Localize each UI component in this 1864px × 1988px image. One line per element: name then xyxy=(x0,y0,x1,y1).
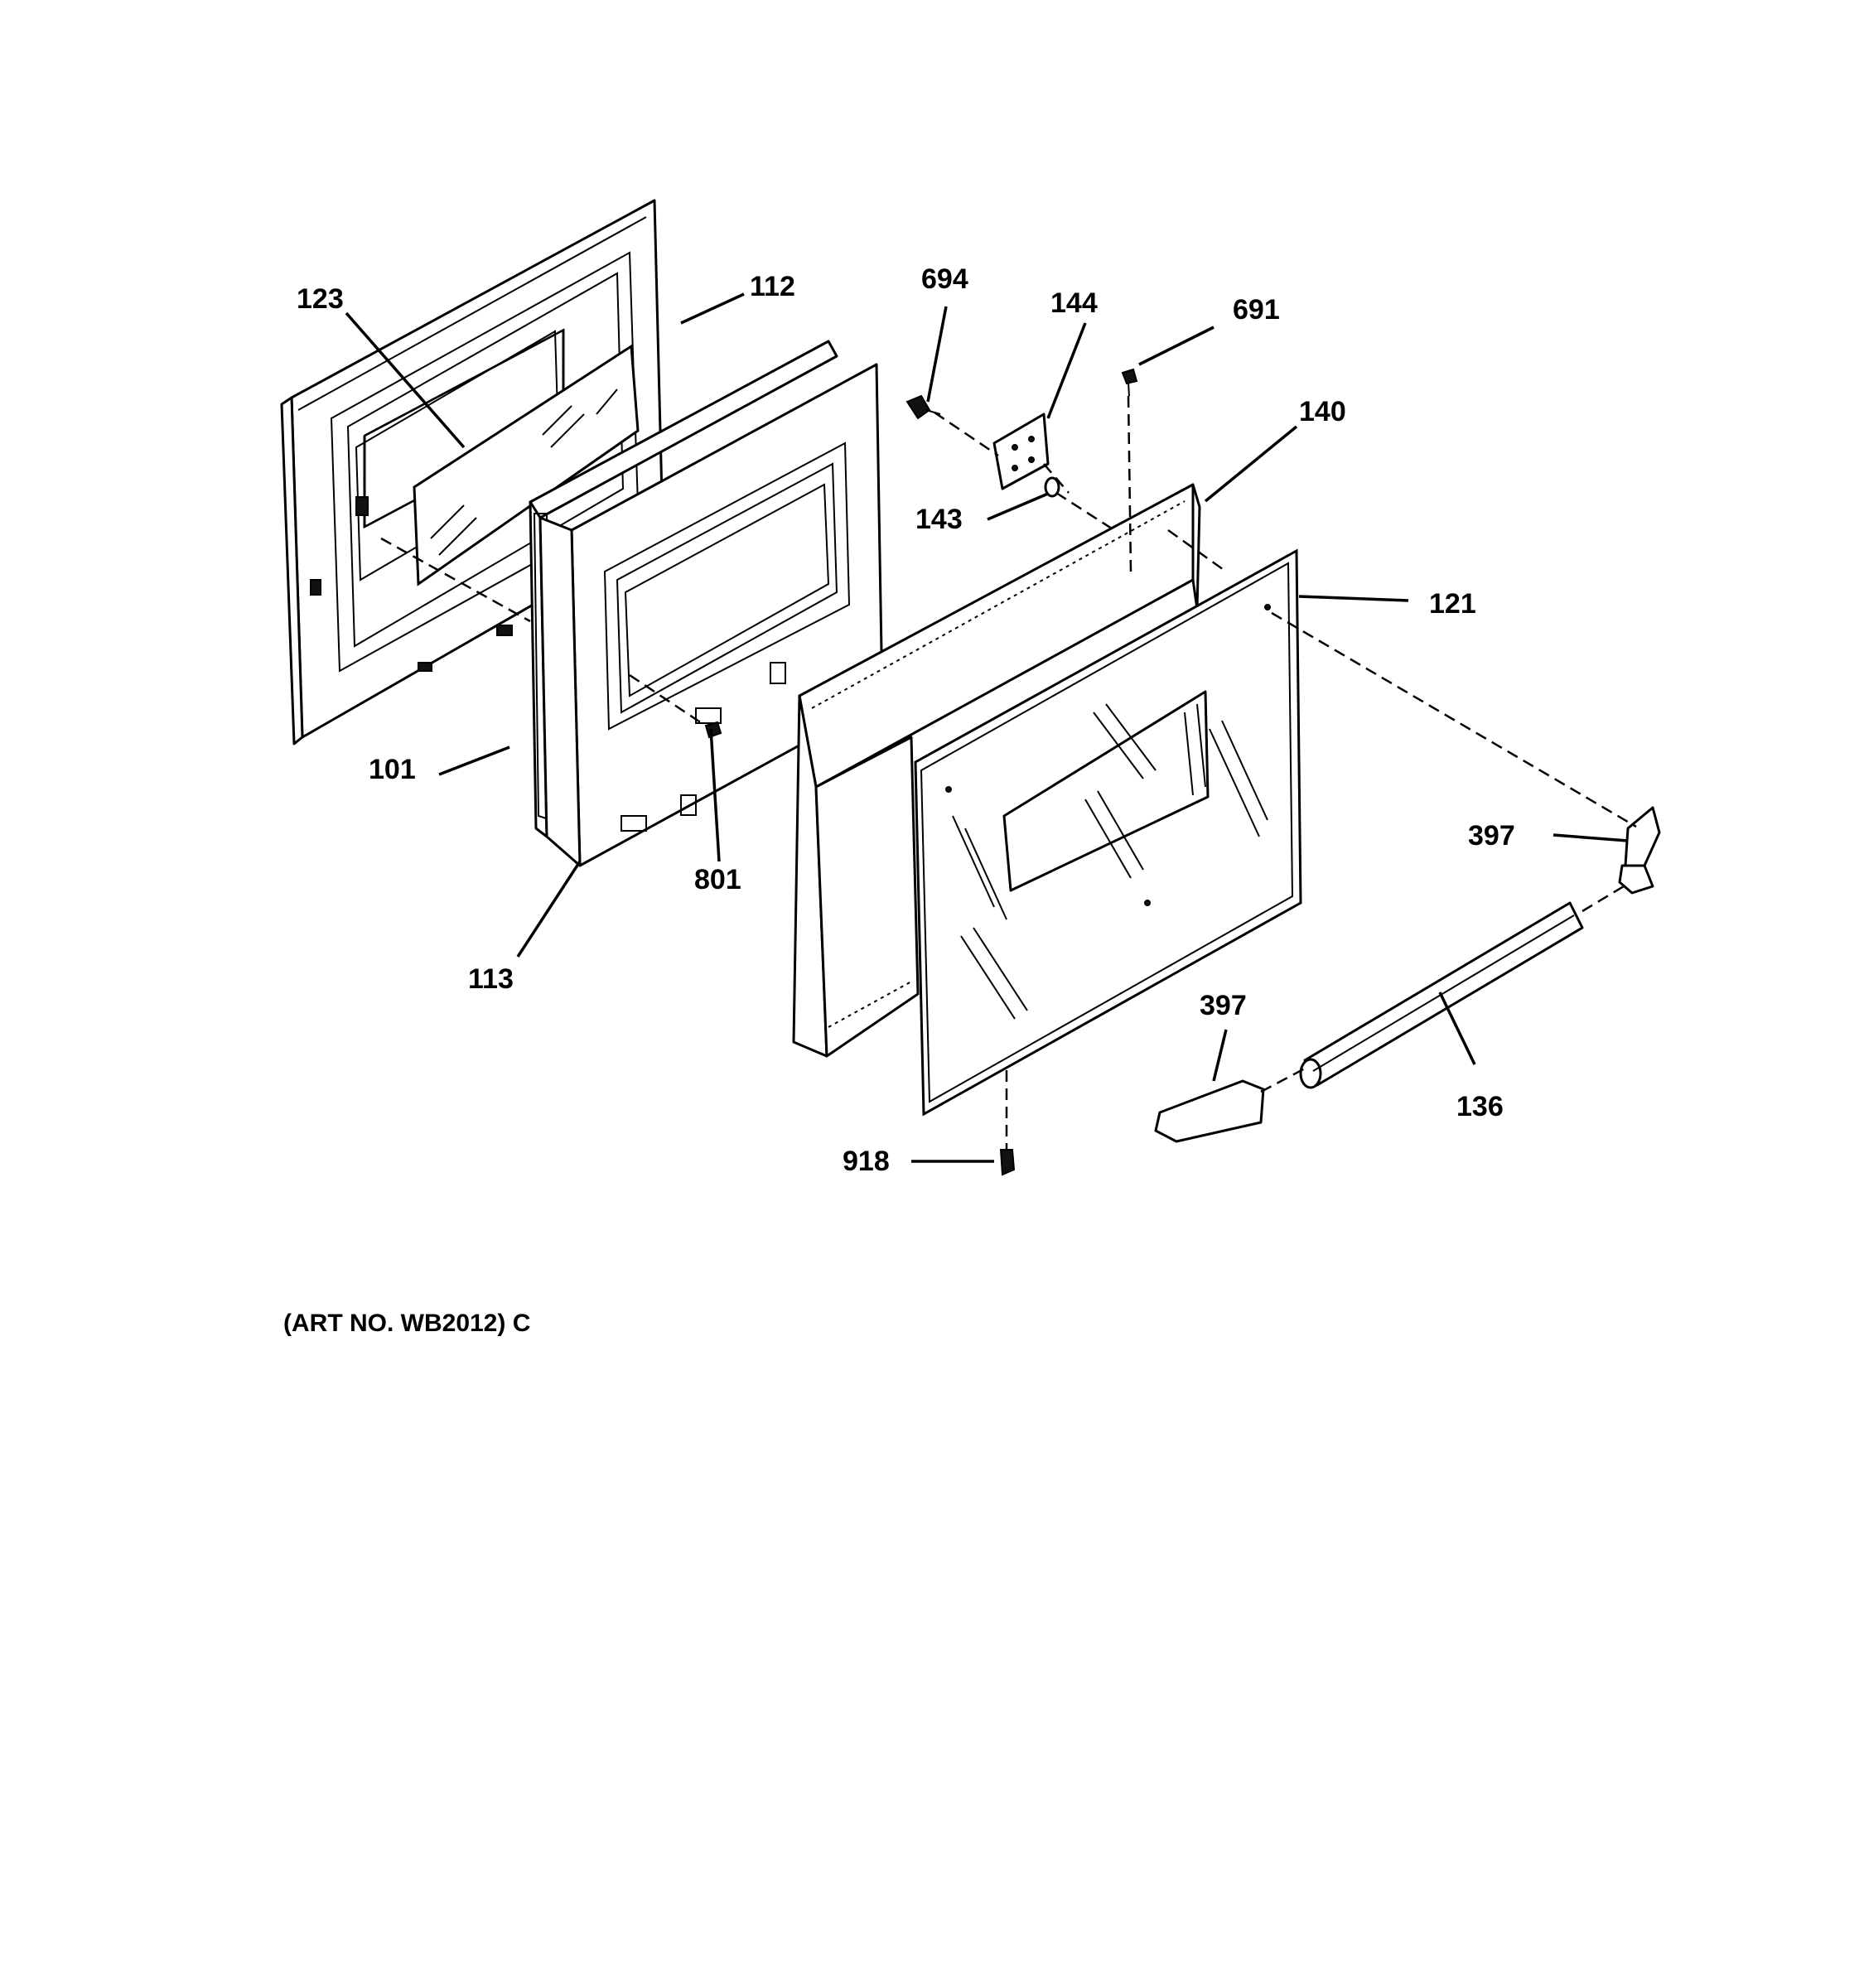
handle-tube-136 xyxy=(1299,901,1584,1089)
callout-101: 101 xyxy=(369,754,416,785)
callout-labels: 123 112 694 144 691 140 143 121 101 801 … xyxy=(297,263,1515,1177)
callout-144: 144 xyxy=(1050,287,1098,319)
art-number-caption: (ART NO. WB2012) C xyxy=(283,1310,530,1337)
callout-140: 140 xyxy=(1299,396,1346,427)
outer-door-glass-121 xyxy=(914,548,1302,1117)
assembly-lines xyxy=(380,395,1637,1150)
callout-397-lower: 397 xyxy=(1200,990,1247,1021)
callout-112: 112 xyxy=(750,271,795,302)
inner-window-glass-123 xyxy=(413,344,640,586)
callout-918: 918 xyxy=(843,1146,890,1177)
handle-endcap-397-lower xyxy=(1154,1079,1265,1143)
leader-lines xyxy=(345,292,1629,1163)
callout-801: 801 xyxy=(694,864,741,895)
callout-143: 143 xyxy=(915,504,963,535)
handle-endcap-397-right xyxy=(1618,806,1661,895)
callout-397-right: 397 xyxy=(1468,820,1515,852)
callout-694: 694 xyxy=(921,263,968,295)
callout-691: 691 xyxy=(1233,294,1280,326)
hinge-bracket-144 xyxy=(992,413,1050,490)
outer-door-frame-140 xyxy=(792,483,1201,1058)
screw-801 xyxy=(704,721,722,739)
washer-143 xyxy=(1044,476,1060,498)
callout-121: 121 xyxy=(1429,588,1476,620)
screw-691 xyxy=(1121,368,1138,397)
callout-136: 136 xyxy=(1456,1091,1504,1122)
callout-123: 123 xyxy=(297,283,344,315)
screw-918 xyxy=(999,1149,1016,1176)
screw-694 xyxy=(905,394,941,420)
callout-113: 113 xyxy=(468,963,514,995)
